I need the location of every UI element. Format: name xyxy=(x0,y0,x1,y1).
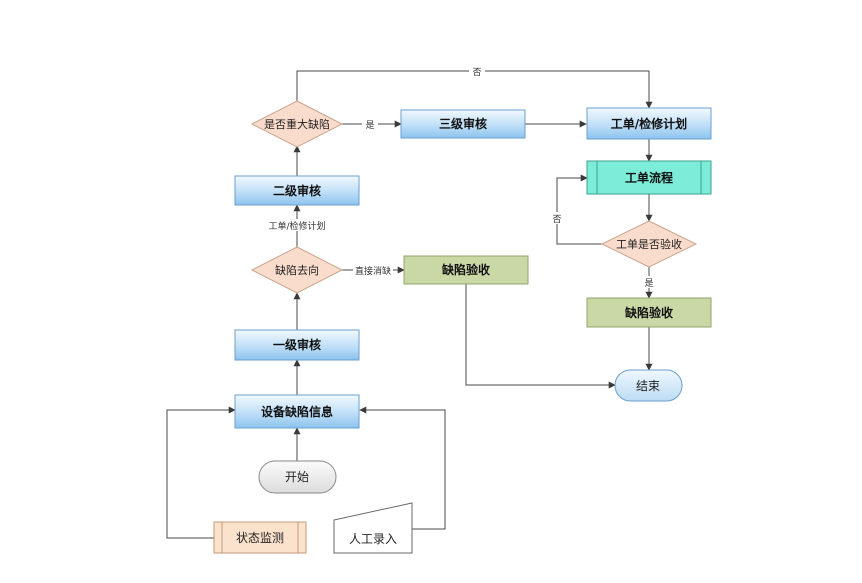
node-start: 开始 xyxy=(258,460,337,494)
node-level3-review-label: 三级审核 xyxy=(439,116,487,131)
node-major-defect-label: 是否重大缺陷 xyxy=(264,117,330,131)
node-level2-review-label: 二级审核 xyxy=(273,183,321,198)
node-work-order-accept-question: 工单是否验收 xyxy=(600,220,698,268)
node-level3-review: 三级审核 xyxy=(400,109,526,139)
edge-manual-entry-to-defect-info xyxy=(359,406,446,530)
label-accept-no: 否 xyxy=(552,214,561,225)
node-work-order-accept-question-label: 工单是否验收 xyxy=(616,237,682,251)
node-defect-accept-right: 缺陷验收 xyxy=(586,297,712,328)
edges xyxy=(166,70,653,539)
node-defect-info-label: 设备缺陷信息 xyxy=(261,404,333,419)
node-defect-accept-left: 缺陷验收 xyxy=(403,255,529,285)
node-work-order-flow-label: 工单流程 xyxy=(625,170,673,185)
label-direction-to-plan: 工单/检修计划 xyxy=(268,220,325,232)
node-major-defect: 是否重大缺陷 xyxy=(250,100,344,148)
label-major-yes: 是 xyxy=(365,120,374,131)
node-start-label: 开始 xyxy=(285,470,309,484)
node-end-label: 结束 xyxy=(636,379,660,393)
nodes: 开始 设备缺陷信息 一级审核 缺陷去向 二级审核 是否重大缺陷 xyxy=(213,100,712,554)
node-defect-direction-label: 缺陷去向 xyxy=(275,263,319,277)
node-work-order-plan: 工单/检修计划 xyxy=(586,107,712,140)
label-accept-yes: 是 xyxy=(644,278,653,289)
node-level1-review-label: 一级审核 xyxy=(273,337,321,352)
node-work-order-plan-label: 工单/检修计划 xyxy=(611,116,687,131)
edge-defect-accept-left-to-end xyxy=(465,284,616,389)
node-end: 结束 xyxy=(614,369,683,402)
node-work-order-flow: 工单流程 xyxy=(586,160,712,195)
edge-accept-no-to-flow xyxy=(556,174,602,245)
node-defect-accept-left-label: 缺陷验收 xyxy=(442,262,490,277)
node-manual-entry-label: 人工录入 xyxy=(349,532,397,546)
node-level2-review: 二级审核 xyxy=(234,175,360,206)
node-defect-direction: 缺陷去向 xyxy=(250,246,344,294)
edge-labels: 否 是 工单/检修计划 直接消缺 否 是 xyxy=(266,66,657,289)
node-manual-entry: 人工录入 xyxy=(333,502,413,554)
node-level1-review: 一级审核 xyxy=(234,329,360,361)
node-status-monitor-label: 状态监测 xyxy=(236,531,284,545)
node-status-monitor: 状态监测 xyxy=(213,521,307,554)
node-defect-accept-right-label: 缺陷验收 xyxy=(625,305,673,320)
label-direction-eliminate: 直接消缺 xyxy=(355,265,391,277)
node-defect-info: 设备缺陷信息 xyxy=(234,394,360,429)
label-major-no: 否 xyxy=(472,67,481,78)
edge-status-monitor-to-defect-info xyxy=(166,406,236,539)
